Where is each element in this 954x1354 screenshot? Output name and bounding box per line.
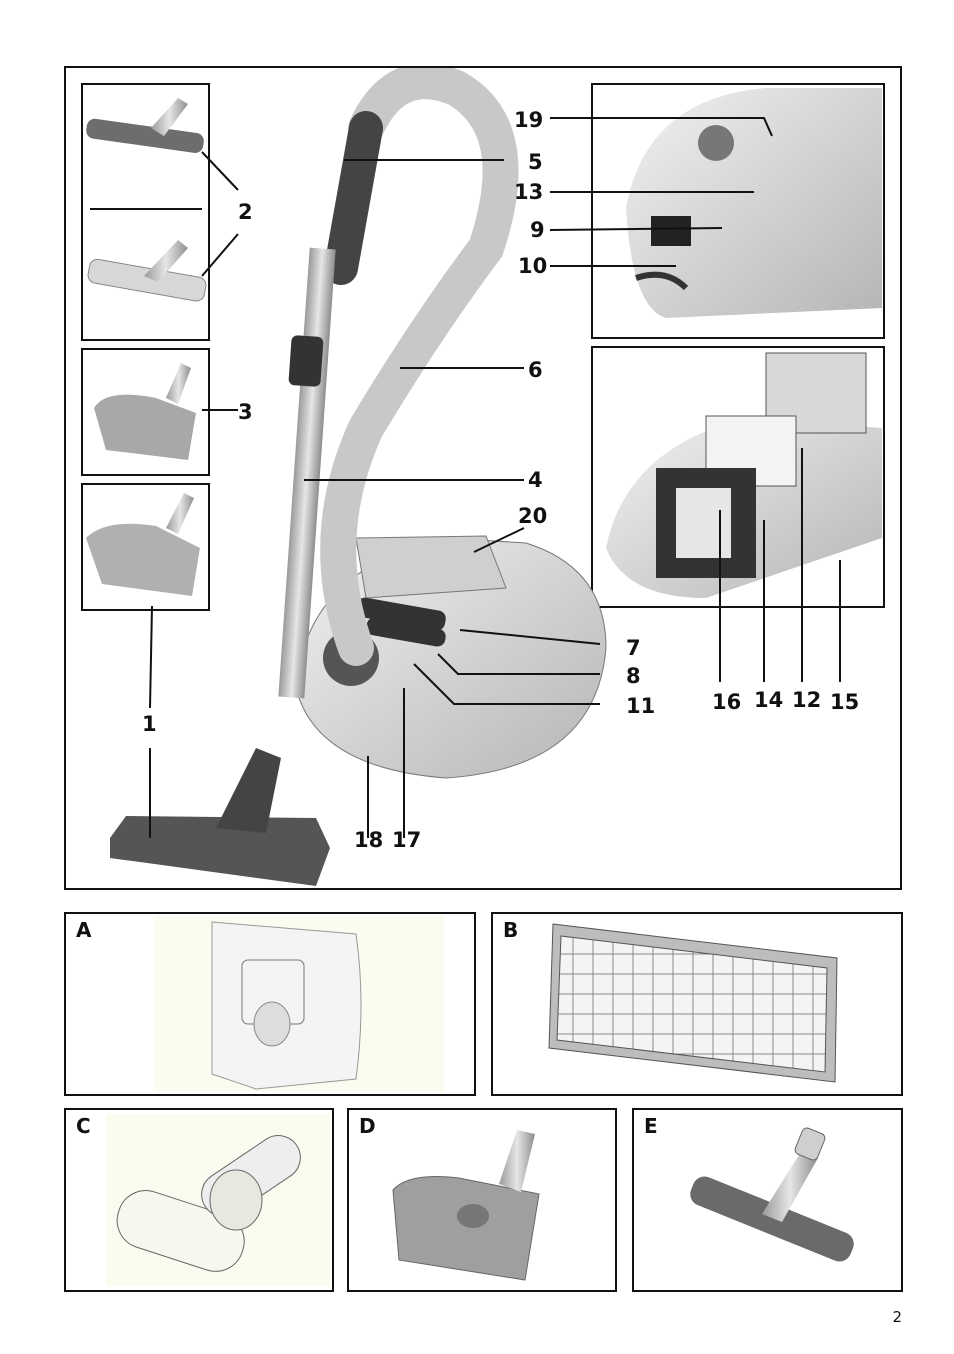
callout-label: 17 xyxy=(392,828,422,852)
panel-letter: D xyxy=(359,1114,376,1138)
callout-label: 4 xyxy=(528,468,543,492)
telescopic-tube-image xyxy=(278,247,336,699)
callout-label: 9 xyxy=(530,218,545,242)
open-bag-compartment-image xyxy=(606,352,882,598)
callout-label: 20 xyxy=(518,504,548,528)
panel-c: C xyxy=(64,1108,334,1292)
callout-label: 12 xyxy=(792,688,822,712)
callout-label: 19 xyxy=(514,108,544,132)
panel-d: D xyxy=(347,1108,617,1292)
vacuum-illustration xyxy=(81,68,885,886)
control-panel-closeup-image xyxy=(626,88,882,318)
callout-label: 6 xyxy=(528,358,543,382)
panel-letter: A xyxy=(76,918,92,942)
callout-label: 3 xyxy=(238,400,253,424)
hose-image xyxy=(320,68,519,666)
callout-label: 14 xyxy=(754,688,784,712)
callout-label: 18 xyxy=(354,828,384,852)
floor-nozzle-bottom-image xyxy=(87,240,207,302)
mini-turbo-brush-image xyxy=(106,1114,330,1286)
panel-letter: E xyxy=(644,1114,658,1138)
turbo-nozzle-image xyxy=(94,363,196,460)
callout-label: 10 xyxy=(518,254,548,278)
panel-letter: B xyxy=(503,918,519,942)
callout-label: 7 xyxy=(626,636,641,660)
callout-label: 5 xyxy=(528,150,543,174)
main-figure-panel: 1 2 3 4 5 6 7 8 9 10 11 12 13 14 15 16 1… xyxy=(64,66,902,890)
panel-letter: C xyxy=(76,1114,91,1138)
panel-e: E xyxy=(632,1108,903,1292)
combination-nozzle-image xyxy=(86,493,200,596)
callout-label: 15 xyxy=(830,690,860,714)
page-number: 2 xyxy=(892,1308,902,1326)
callout-label: 16 xyxy=(712,690,742,714)
parquet-nozzle-image xyxy=(690,1127,854,1262)
dust-bag-image xyxy=(154,916,444,1092)
turbo-brush-image xyxy=(392,1130,540,1281)
callout-label: 8 xyxy=(626,664,641,688)
vacuum-body-image xyxy=(295,535,607,779)
main-floor-nozzle-image xyxy=(110,748,330,886)
callout-label: 1 xyxy=(142,712,157,736)
callout-label: 13 xyxy=(514,180,544,204)
panel-b: B xyxy=(491,912,903,1096)
floor-nozzle-top-image xyxy=(86,98,204,153)
callout-label: 11 xyxy=(626,694,656,718)
callout-label: 2 xyxy=(238,200,253,224)
leader-lines xyxy=(149,117,841,838)
panel-a: A xyxy=(64,912,476,1096)
filter-cassette-image xyxy=(548,923,838,1083)
